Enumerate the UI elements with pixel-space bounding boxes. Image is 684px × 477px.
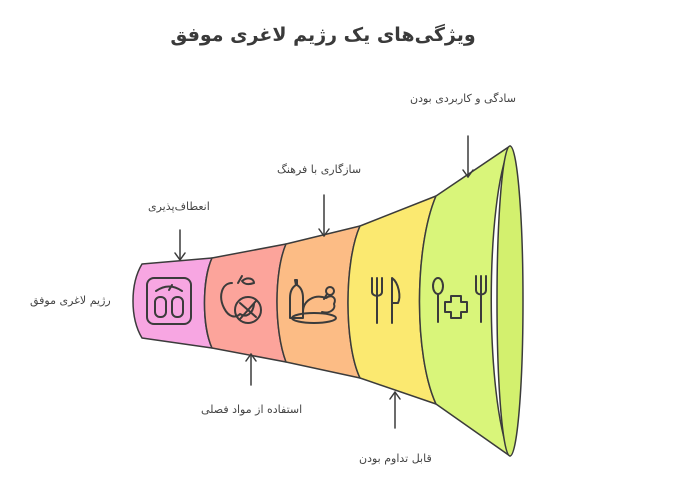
arrow-culture: [318, 194, 330, 237]
diagram-title: ویژگی‌های یک رژیم لاغری موفق: [170, 24, 476, 46]
label-start: رژیم لاغری موفق: [30, 294, 111, 307]
arrow-sustainable: [389, 391, 401, 429]
label-culture: سازگاری با فرهنگ: [277, 163, 362, 176]
label-sustainable: قابل تداوم بودن: [359, 452, 432, 465]
arrow-simplicity: [462, 135, 474, 178]
funnel-mouth: [496, 145, 524, 457]
roast-chicken-icon: [289, 279, 337, 324]
arrow-flexibility: [174, 229, 186, 261]
label-flexibility: انعطاف‌پذیری: [148, 200, 210, 213]
arrow-seasonal: [245, 353, 257, 386]
utensils-health-icon: [432, 275, 487, 323]
funnel-segment-seasonal: [203, 243, 287, 363]
fruit-icon: [220, 275, 262, 324]
label-simplicity: سادگی و کاربردی بودن: [410, 92, 516, 105]
fork-knife-icon: [371, 277, 401, 324]
label-seasonal: استفاده از مواد فصلی: [201, 403, 303, 416]
scale-icon: [146, 277, 192, 325]
